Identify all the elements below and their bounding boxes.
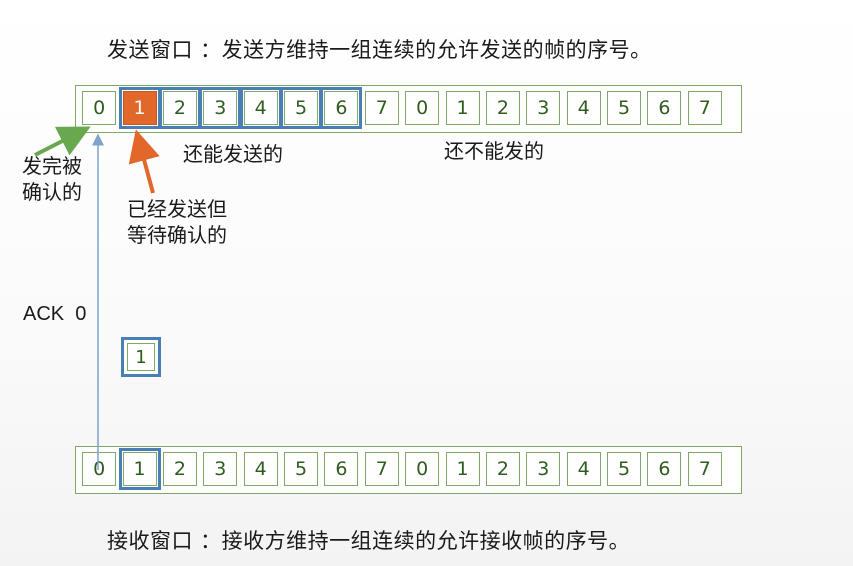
receiver-frame-cell: 2	[485, 452, 520, 486]
receiver-frame-cell: 1	[445, 452, 480, 486]
label-sent-and-acked: 发完被 确认的	[22, 154, 82, 204]
sender-frame-cell: 6	[647, 91, 682, 125]
sender-window-title: 发送窗口 ：发送方维持一组连续的允许发送的帧的序号。	[107, 38, 652, 62]
sender-frame-cell: 7	[687, 91, 722, 125]
sender-frame-cell: 3	[526, 91, 561, 125]
receiver-frame-cell: 5	[284, 452, 319, 486]
sender-sequence-row: 0 1 2 3 4 5 6 7 0 1 2 3 4 5 6 7	[75, 85, 742, 133]
receiver-frame-cell: 6	[647, 452, 682, 486]
sender-frame-cell: 5	[607, 91, 642, 125]
receiver-frame-cell: 7	[364, 452, 399, 486]
sender-frame-cell: 0	[405, 91, 440, 125]
label-sent-awaiting-ack: 已经发送但 等待确认的	[127, 197, 227, 247]
sender-frame-cell: 0	[82, 91, 117, 125]
sender-frame-cell-in-window: 5	[280, 87, 323, 129]
receiver-frame-cell: 0	[82, 452, 117, 486]
receiver-frame-cell-in-window: 1	[118, 448, 161, 490]
receiver-frame-cell: 4	[566, 452, 601, 486]
receiver-frame-cell: 5	[607, 452, 642, 486]
sender-frame-cell-in-window: 4	[239, 87, 282, 129]
label-cannot-send-yet: 还不能发的	[444, 139, 544, 163]
receiver-frame-cell: 0	[405, 452, 440, 486]
receiver-frame-cell: 4	[243, 452, 278, 486]
sender-frame-cell-sent-waiting: 1	[118, 87, 161, 129]
receiver-sequence-row: 0 1 2 3 4 5 6 7 0 1 2 3 4 5 6 7	[75, 446, 742, 494]
acked-arrow	[34, 126, 91, 157]
sender-frame-cell-in-window: 3	[199, 87, 242, 129]
in-transit-frame: 1	[121, 337, 161, 377]
label-ack: ACK 0	[23, 303, 87, 325]
sender-frame-cell-in-window: 2	[158, 87, 201, 129]
receiver-frame-cell: 6	[324, 452, 359, 486]
sender-frame-cell: 1	[445, 91, 480, 125]
receiver-window-title: 接收窗口 ：接收方维持一组连续的允许接收帧的序号。	[107, 529, 631, 553]
sender-frame-cell: 7	[364, 91, 399, 125]
sender-frame-cell-in-window: 6	[320, 87, 363, 129]
label-can-still-send: 还能发送的	[183, 142, 283, 166]
sender-frame-cell: 2	[485, 91, 520, 125]
sender-frame-cell: 4	[566, 91, 601, 125]
receiver-frame-cell: 3	[526, 452, 561, 486]
receiver-frame-cell: 7	[687, 452, 722, 486]
in-transit-frame-number: 1	[127, 343, 155, 371]
receiver-frame-cell: 2	[162, 452, 197, 486]
waiting-arrow	[128, 129, 160, 194]
receiver-frame-cell: 3	[203, 452, 238, 486]
